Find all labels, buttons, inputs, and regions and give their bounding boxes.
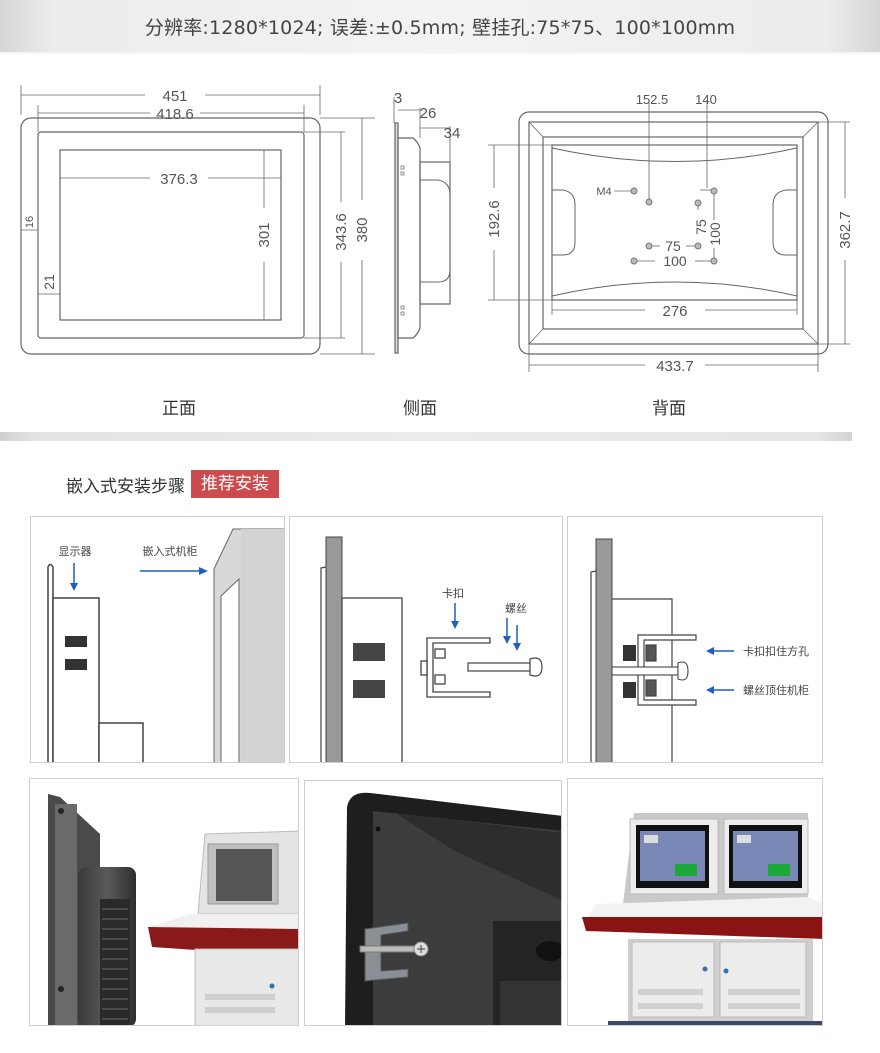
step-3-illustration: 卡扣扣住方孔 螺丝顶住机柜 — [590, 538, 809, 762]
monitor-stand — [98, 722, 144, 762]
mount-hole — [710, 187, 718, 195]
dim-front-screen-height: 301 — [256, 222, 273, 247]
back-bezel — [528, 121, 819, 345]
dim-front-outer-height: 380 — [354, 217, 371, 242]
cabinet-wall — [325, 536, 343, 762]
port-icon — [353, 680, 385, 698]
front-outer-frame — [20, 117, 321, 355]
step-2-label-screw: 螺丝 — [505, 602, 527, 615]
monitor-body — [612, 598, 673, 762]
step-2-label-clip: 卡扣 — [442, 586, 464, 600]
bracket-screw-closeup-photo — [345, 792, 561, 1025]
dim-back-inner-height: 192.6 — [486, 200, 503, 238]
console-red-edge — [582, 917, 822, 939]
install-section-title: 嵌入式安装步骤 推荐安装 — [66, 470, 279, 498]
front-view-drawing — [20, 85, 375, 355]
bracket-clip — [637, 634, 697, 706]
dim-front-bezel-height: 343.6 — [333, 213, 350, 251]
dim-back-total-width: 433.7 — [656, 358, 694, 375]
back-view-drawing — [488, 100, 850, 372]
mount-hole — [694, 199, 702, 207]
dim-back-vesa-large-v: 100 — [707, 222, 723, 246]
install-photo-1 — [29, 778, 299, 1026]
side-view-drawing — [393, 97, 451, 354]
back-view-label: 背面 — [652, 399, 686, 419]
dim-back-inner-width: 276 — [662, 303, 687, 320]
recommended-tag: 推荐安装 — [191, 470, 279, 498]
screw — [611, 661, 689, 681]
front-bezel — [37, 131, 305, 339]
dim-back-vesa-small-h: 75 — [665, 238, 681, 254]
install-title: 嵌入式安装步骤 — [66, 476, 185, 497]
spec-text: 分辨率:1280*1024; 误差:±0.5mm; 壁挂孔:75*75、100*… — [144, 16, 736, 39]
cabinet-door — [194, 948, 298, 1025]
install-step-3: 卡扣扣住方孔 螺丝顶住机柜 — [567, 516, 823, 763]
dim-side-panel-thickness: 3 — [394, 90, 402, 107]
screw — [467, 657, 543, 677]
back-housing — [551, 144, 798, 301]
step-2-illustration: 卡扣 螺丝 — [320, 536, 543, 762]
back-inner-frame — [542, 136, 804, 330]
back-outer-frame — [518, 111, 829, 355]
mount-hole — [630, 187, 638, 195]
monitor-side-photo — [48, 794, 298, 1025]
install-step-1: 显示器 嵌入式机柜 — [30, 516, 285, 763]
port-icon — [353, 643, 385, 661]
step-1-label-monitor: 显示器 — [59, 545, 92, 558]
front-screen — [59, 149, 282, 321]
dim-back-vesa-small-v: 75 — [693, 219, 709, 235]
dimension-drawings: 451 418.6 376.3 301 343.6 380 16 21 3 26… — [0, 70, 880, 380]
install-step-2: 卡扣 螺丝 — [289, 516, 563, 763]
dim-back-hole-left: 152.5 — [636, 92, 669, 107]
dim-front-bottom-margin: 21 — [41, 274, 57, 290]
mount-hole — [694, 242, 702, 250]
dim-front-outer-width: 451 — [162, 88, 187, 105]
mount-hole — [630, 257, 638, 265]
dim-front-screen-width: 376.3 — [160, 171, 198, 188]
dim-back-screw: M4 — [596, 186, 611, 198]
bracket-clip — [420, 637, 491, 698]
side-view-label: 侧面 — [403, 399, 437, 419]
dim-front-bezel-width: 418.6 — [156, 106, 194, 123]
dim-back-total-height: 362.7 — [837, 211, 854, 249]
step-1-label-cabinet: 嵌入式机柜 — [143, 544, 198, 558]
dim-back-vesa-large-h: 100 — [663, 253, 687, 269]
monitor-panel — [47, 563, 54, 762]
port-icon — [65, 636, 87, 647]
section-divider — [0, 432, 852, 441]
console-cabinet-photo — [582, 813, 822, 1025]
dim-side-body-depth: 26 — [420, 105, 437, 122]
monitor-body — [52, 597, 100, 762]
port-icon — [65, 659, 87, 670]
cabinet-side — [241, 529, 284, 762]
cabinet-wall — [595, 538, 613, 762]
spec-header: 分辨率:1280*1024; 误差:±0.5mm; 壁挂孔:75*75、100*… — [0, 0, 880, 54]
dim-back-hole-right: 140 — [695, 92, 717, 107]
mount-hole — [645, 242, 653, 250]
front-view-label: 正面 — [162, 399, 196, 419]
dim-front-side-margin: 16 — [24, 216, 36, 228]
install-photo-2 — [304, 780, 562, 1026]
install-photo-3 — [567, 778, 823, 1026]
step-1-illustration: 显示器 嵌入式机柜 — [47, 528, 284, 762]
step-3-label-clip: 卡扣扣住方孔 — [743, 644, 809, 658]
bracket-with-screw — [359, 922, 429, 982]
dimension-svg: 451 418.6 376.3 301 343.6 380 16 21 3 26… — [20, 85, 854, 375]
step-3-label-screw: 螺丝顶住机柜 — [743, 683, 809, 697]
dim-side-total-depth: 34 — [444, 125, 461, 142]
mount-hole — [645, 198, 653, 206]
mount-hole — [710, 257, 718, 265]
side-body — [397, 137, 421, 339]
